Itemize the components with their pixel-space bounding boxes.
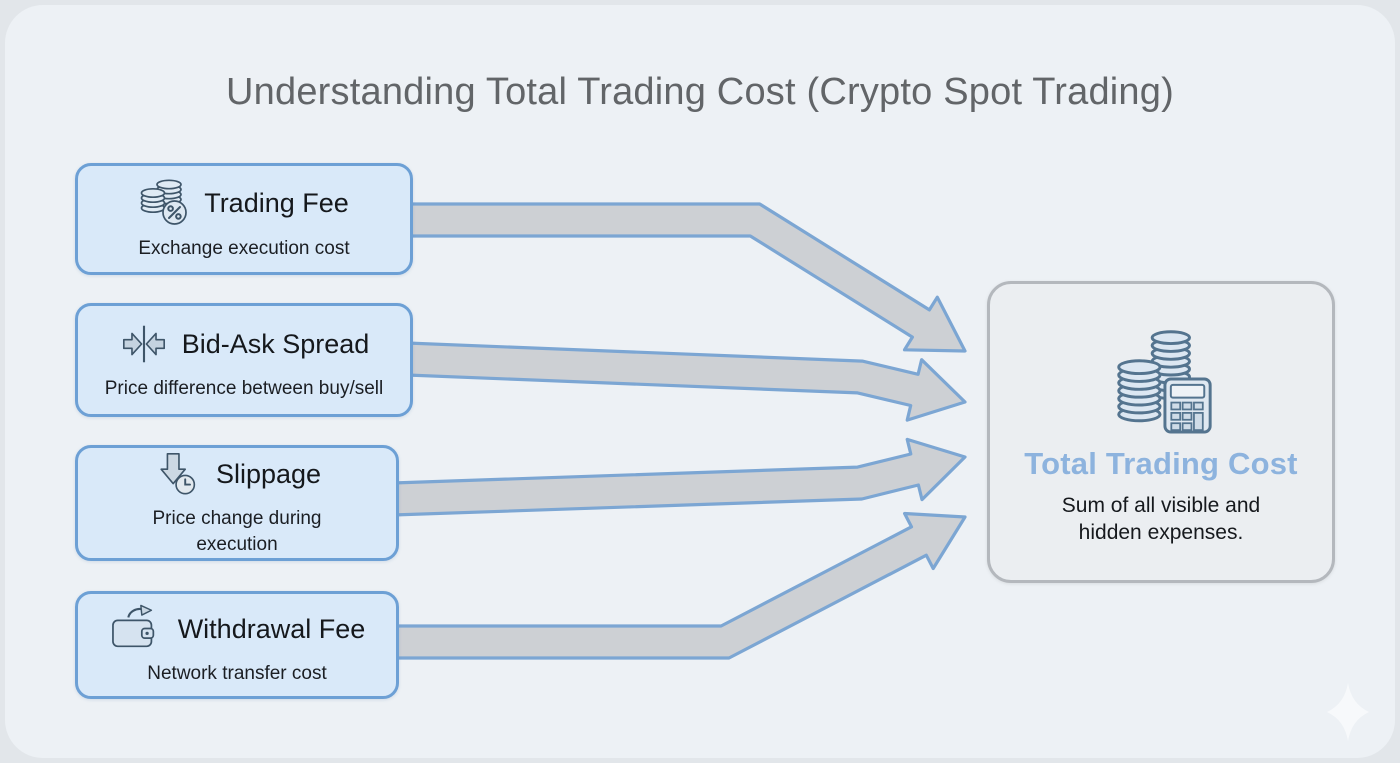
factor-header: Withdrawal Fee xyxy=(109,604,366,654)
factor-title: Bid-Ask Spread xyxy=(181,328,370,359)
factor-header: Slippage xyxy=(153,449,321,499)
factor-subtitle: Network transfer cost xyxy=(147,662,327,684)
factor-title: Withdrawal Fee xyxy=(177,613,366,644)
coins-percent-icon xyxy=(140,179,188,225)
arrow-withdrawal-fee xyxy=(393,511,967,660)
arrow-bid-ask-spread xyxy=(405,341,967,422)
factor-box-bid-ask-spread: Bid-Ask Spread Price difference between … xyxy=(75,303,413,417)
converging-arrows-icon xyxy=(122,325,165,363)
coins-calculator-icon xyxy=(1117,329,1212,434)
factor-subtitle: Exchange execution cost xyxy=(138,237,350,259)
arrow-slippage xyxy=(391,437,967,517)
page-title: Understanding Total Trading Cost (Crypto… xyxy=(226,71,1174,113)
arrow-down-clock-icon xyxy=(160,453,196,495)
result-subtitle: Sum of all visible and hidden expenses. xyxy=(1061,493,1261,544)
factor-header: Bid-Ask Spread xyxy=(119,319,370,369)
factor-subtitle: Price difference between buy/sell xyxy=(104,377,384,399)
factor-box-slippage: Slippage Price change during execution xyxy=(75,445,399,561)
factor-subtitle: Price change during execution xyxy=(152,508,322,555)
sparkle-icon xyxy=(1327,683,1369,741)
factor-title: Trading Fee xyxy=(204,187,349,218)
factor-box-trading-fee: Trading Fee Exchange execution cost xyxy=(75,163,413,275)
arrow-trading-fee xyxy=(405,202,967,353)
wallet-arrow-icon xyxy=(111,604,154,648)
factor-title: Slippage xyxy=(215,459,322,490)
infographic-card: Understanding Total Trading Cost (Crypto… xyxy=(5,5,1395,758)
result-title: Total Trading Cost xyxy=(1024,445,1298,481)
factor-box-withdrawal-fee: Withdrawal Fee Network transfer cost xyxy=(75,591,399,699)
result-box-total-trading-cost: Total Trading Cost Sum of all visible an… xyxy=(987,281,1335,583)
flow-arrows xyxy=(391,202,967,660)
factor-header: Trading Fee xyxy=(139,177,349,229)
